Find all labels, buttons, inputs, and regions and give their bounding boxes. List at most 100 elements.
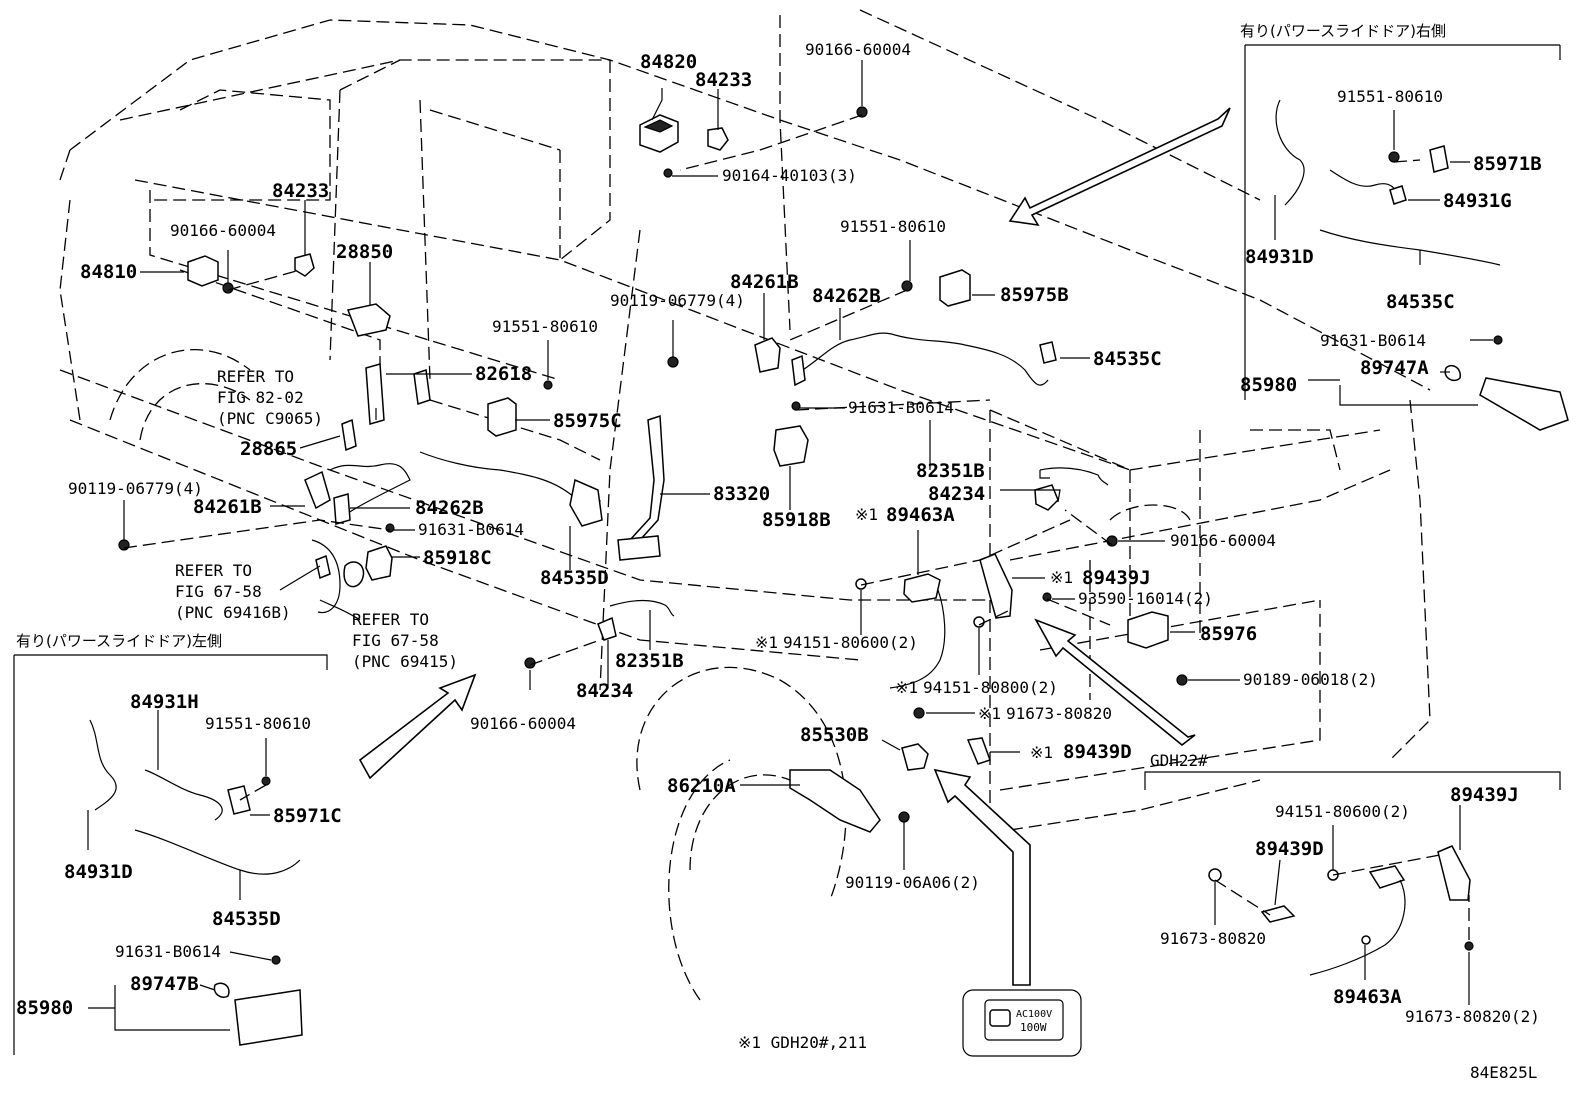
part-number: 94151-80600(2) xyxy=(1275,802,1410,821)
part-number: 28865 xyxy=(240,438,297,460)
refer-note-1: REFER TO xyxy=(217,367,294,386)
part-number: 91631-B0614 xyxy=(848,398,954,417)
dashed-connectors xyxy=(123,114,1470,940)
harness-icon xyxy=(794,332,1049,386)
part-number: 90166-60004 xyxy=(470,714,576,733)
part-number: 84810 xyxy=(80,261,137,283)
part-number: 82351B xyxy=(615,650,684,672)
footnote-mark: ※1 xyxy=(1030,743,1053,762)
footnote-mark: ※1 xyxy=(755,633,778,652)
part-number: 84262B xyxy=(812,285,881,307)
diagram-code: 84E825L xyxy=(1470,1063,1537,1082)
part-number: 84234 xyxy=(576,680,633,702)
refer-note-1: (PNC C9065) xyxy=(217,409,323,428)
part-number: 85980 xyxy=(16,997,73,1019)
part-number: 84820 xyxy=(640,51,697,73)
part-number: 91673-80820 xyxy=(1160,929,1266,948)
part-number: 89747B xyxy=(130,973,199,995)
part-labels: 有り(パワースライドドア)右側 有り(パワースライドドア)左側 GDH22# ※… xyxy=(16,22,1542,1082)
part-number: 90189-06018(2) xyxy=(1243,670,1378,689)
part-number: 84233 xyxy=(695,69,752,91)
vehicle-body-outline xyxy=(59,9,1431,1001)
part-number: 84931D xyxy=(64,861,133,883)
refer-note-3: FIG 67-58 xyxy=(352,631,439,650)
part-number: 84234 xyxy=(928,483,985,505)
part-number: 84535C xyxy=(1386,291,1455,313)
part-number: 94151-80800(2) xyxy=(923,678,1058,697)
switch-icon xyxy=(639,114,679,153)
part-number: 84262B xyxy=(415,497,484,519)
harness-icon xyxy=(609,600,675,617)
part-number: 84535C xyxy=(1093,348,1162,370)
screw-icon xyxy=(118,106,1503,965)
part-number: 85918B xyxy=(762,509,831,531)
leader-lines xyxy=(87,60,1493,1009)
direction-arrows xyxy=(358,107,1231,986)
part-number: 91551-80610 xyxy=(492,317,598,336)
part-number: 91551-80610 xyxy=(840,217,946,236)
part-number: 82351B xyxy=(916,460,985,482)
part-number: 84233 xyxy=(272,180,329,202)
part-number: 89439J xyxy=(1082,567,1151,589)
part-number: 84931G xyxy=(1443,190,1512,212)
arrow-icon xyxy=(933,768,1031,986)
refer-note-3: REFER TO xyxy=(352,610,429,629)
part-number: 90119-06A06(2) xyxy=(845,873,980,892)
refer-note-1: FIG 82-02 xyxy=(217,388,304,407)
part-number: 90119-06779(4) xyxy=(610,291,745,310)
harness-icon xyxy=(1275,99,1305,206)
part-number: 85976 xyxy=(1200,623,1257,645)
part-number: 90166-60004 xyxy=(1170,531,1276,550)
part-number: 91551-80610 xyxy=(1337,87,1443,106)
part-number: 83320 xyxy=(713,483,770,505)
socket-watt-label: 100W xyxy=(1020,1021,1047,1034)
part-number: 94151-80600(2) xyxy=(783,633,918,652)
part-number: 91673-80820(2) xyxy=(1405,1007,1540,1026)
part-number: 85975B xyxy=(1000,284,1069,306)
part-number: 85980 xyxy=(1240,374,1297,396)
part-number: 91673-80820 xyxy=(1006,704,1112,723)
part-number: 93590-16014(2) xyxy=(1078,589,1213,608)
arrow-icon xyxy=(358,673,477,780)
refer-note-2: FIG 67-58 xyxy=(175,582,262,601)
part-number: 28850 xyxy=(336,241,393,263)
inset-frames xyxy=(13,44,1561,1055)
refer-note-3: (PNC 69415) xyxy=(352,652,458,671)
part-number: 84931D xyxy=(1245,246,1314,268)
part-number: 90166-60004 xyxy=(805,40,911,59)
power-socket-icon: AC100V 100W xyxy=(962,989,1082,1057)
part-number: 84535D xyxy=(212,908,281,930)
arrow-icon xyxy=(1034,618,1196,747)
part-number: 91631-B0614 xyxy=(115,942,221,961)
part-number: 89463A xyxy=(886,504,955,526)
part-graphics xyxy=(89,99,1569,1046)
part-number: 86210A xyxy=(667,775,736,797)
harness-icon xyxy=(89,719,117,811)
arrow-icon xyxy=(1008,107,1231,227)
part-number: 85975C xyxy=(553,410,622,432)
refer-note-2: REFER TO xyxy=(175,561,252,580)
inset-header-right: 有り(パワースライドドア)右側 xyxy=(1240,22,1446,40)
harness-icon xyxy=(329,463,411,516)
part-number: 89747A xyxy=(1360,357,1429,379)
socket-rating-label: AC100V xyxy=(1016,1009,1052,1020)
part-number: 90166-60004 xyxy=(170,221,276,240)
inset-header-left: 有り(パワースライドドア)左側 xyxy=(16,632,222,650)
footnote-mark: ※1 xyxy=(895,678,918,697)
refer-note-2: (PNC 69416B) xyxy=(175,603,291,622)
part-number: 89439J xyxy=(1450,784,1519,806)
part-number: 91551-80610 xyxy=(205,714,311,733)
part-number: 89439D xyxy=(1255,838,1324,860)
part-number: 84535D xyxy=(540,567,609,589)
footnote: ※1 GDH20#,211 xyxy=(738,1033,867,1052)
harness-icon xyxy=(1039,467,1109,486)
footnote-mark: ※1 xyxy=(978,704,1001,723)
part-number: 82618 xyxy=(475,363,532,385)
part-number: 85971C xyxy=(273,805,342,827)
inset-header-gdh22: GDH22# xyxy=(1150,751,1208,770)
part-number: 91631-B0614 xyxy=(418,520,524,539)
part-number: 84261B xyxy=(730,271,799,293)
part-number: 90119-06779(4) xyxy=(68,479,203,498)
part-number: 89463A xyxy=(1333,986,1402,1008)
